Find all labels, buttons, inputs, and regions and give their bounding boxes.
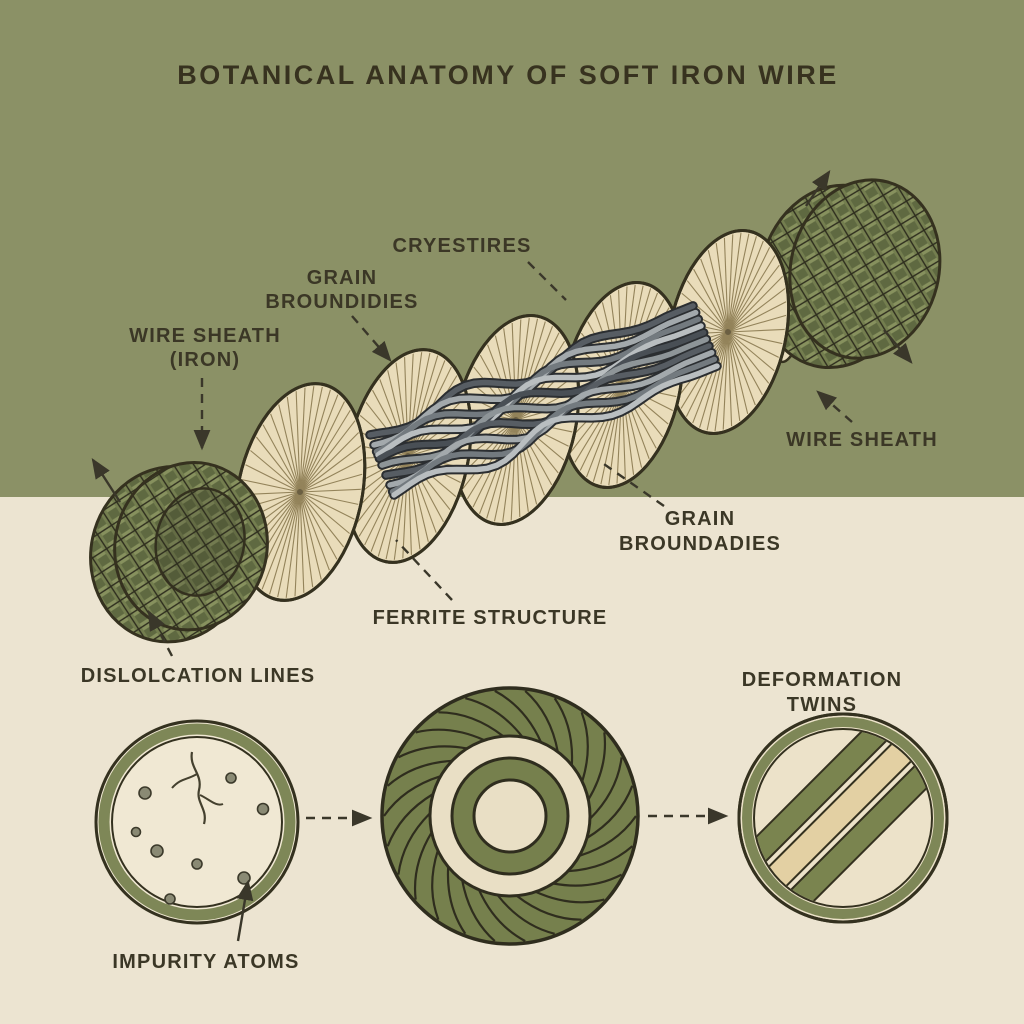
label-deformation-2: TWINS xyxy=(787,694,857,716)
label-deformation-1: DEFORMATION xyxy=(742,669,903,691)
dislocation-crack xyxy=(171,751,224,825)
wire-sheath-left-ring xyxy=(89,461,269,644)
label-impurity: IMPURITY ATOMS xyxy=(112,951,299,973)
ferrite-fiber-bundle xyxy=(365,301,722,500)
label-wire-sheath-left-1: WIRE SHEATH xyxy=(129,325,281,347)
leader-ferrite xyxy=(395,539,453,601)
leader-wire-sheath-right xyxy=(816,390,853,423)
arrow-cap-up xyxy=(805,170,831,207)
arrow-cap-down xyxy=(883,329,913,364)
swirl-blades xyxy=(383,689,637,943)
label-grain-right-2: BROUNDADIES xyxy=(619,533,781,555)
label-grain-top-2: BROUNDIDIES xyxy=(265,291,418,313)
grain-detail-circle xyxy=(380,686,640,946)
label-wire-sheath-left-2: (IRON) xyxy=(170,349,241,371)
arrow-sheath-left xyxy=(91,457,122,503)
label-grain-right-1: GRAIN xyxy=(665,508,735,530)
wire-sheath-right-cap xyxy=(757,178,942,370)
label-crystallites: CRYESTIRES xyxy=(392,235,531,257)
leader-crystallites xyxy=(527,261,567,301)
impurity-detail-circle xyxy=(94,719,300,925)
impurity-dots xyxy=(130,772,270,905)
leader-grain-right xyxy=(600,461,665,507)
label-grain-top-1: GRAIN xyxy=(307,267,377,289)
label-wire-sheath-right: WIRE SHEATH xyxy=(786,429,938,451)
leader-grain-top xyxy=(351,315,392,362)
arrow-impurity xyxy=(236,879,254,942)
leader-dislocation xyxy=(147,609,174,657)
page-title: BOTANICAL ANATOMY OF SOFT IRON WIRE xyxy=(177,60,839,90)
label-dislocation: DISLOLCATION LINES xyxy=(81,665,316,687)
twins-detail-circle xyxy=(718,693,968,943)
label-ferrite: FERRITE STRUCTURE xyxy=(373,607,608,629)
